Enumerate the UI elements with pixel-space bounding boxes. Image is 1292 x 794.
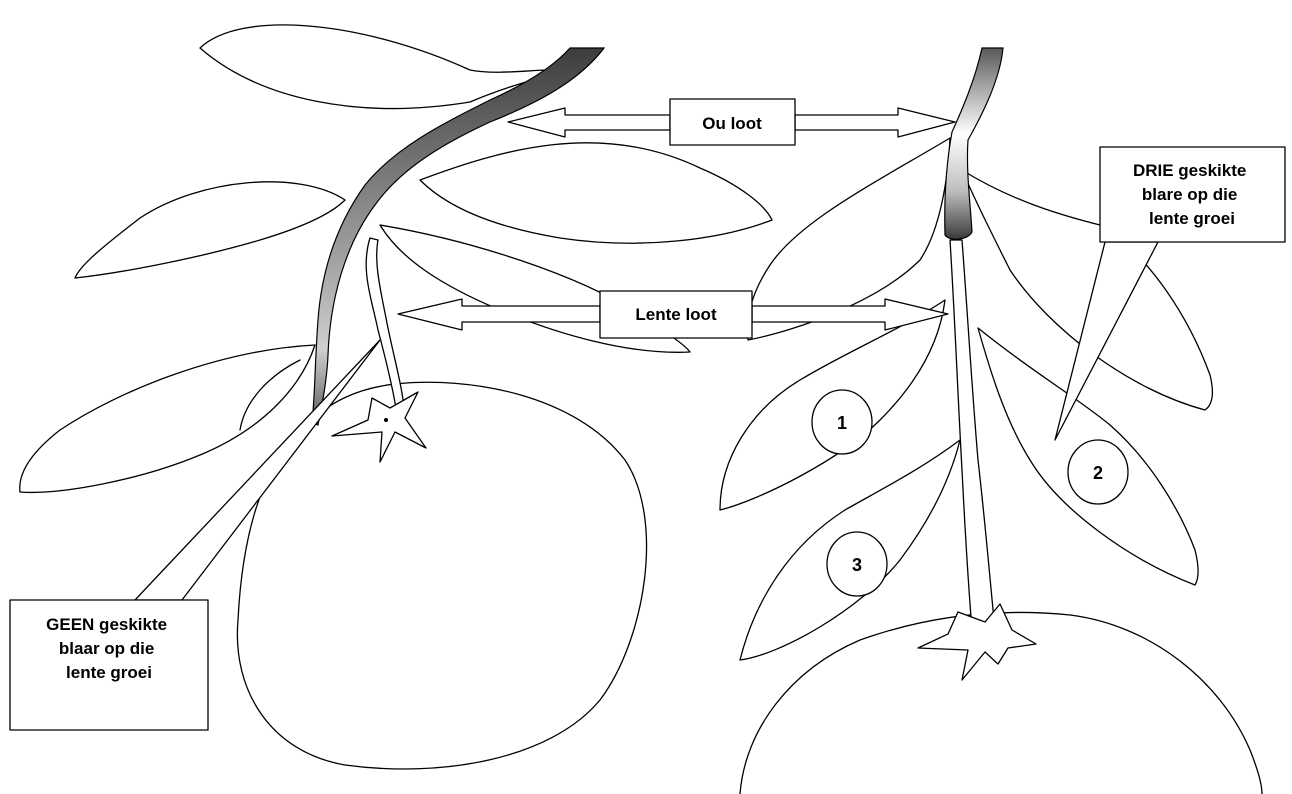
left-callout-line-2: blaar op die (59, 639, 154, 658)
left-callout-line-3: lente groei (66, 663, 152, 682)
left-leaf-mid-upper (420, 143, 772, 243)
old-shoot-arrow-right (795, 108, 955, 137)
old-shoot-arrow-left (508, 108, 670, 137)
right-spring-shoot (950, 240, 995, 630)
old-shoot-callout: Ou loot (508, 99, 955, 145)
left-callout-line-1: GEEN geskikte (46, 615, 167, 634)
leaf-badge-3: 3 (827, 532, 887, 596)
right-callout-line-2: blare op die (1142, 185, 1237, 204)
left-leaf-large (75, 182, 345, 278)
leaf-badge-1: 1 (812, 390, 872, 454)
right-callout-line-3: lente groei (1149, 209, 1235, 228)
leaf-number-2: 2 (1093, 463, 1103, 483)
left-spring-shoot (366, 238, 404, 408)
right-callout-line-1: DRIE geskikte (1133, 161, 1246, 180)
leaf-number-3: 3 (852, 555, 862, 575)
leaf-badge-2: 2 (1068, 440, 1128, 504)
leaf-number-1: 1 (837, 413, 847, 433)
spring-shoot-label: Lente loot (635, 305, 717, 324)
right-callout-text: DRIE geskikte blare op die lente groei (1133, 161, 1251, 228)
old-shoot-label: Ou loot (702, 114, 762, 133)
